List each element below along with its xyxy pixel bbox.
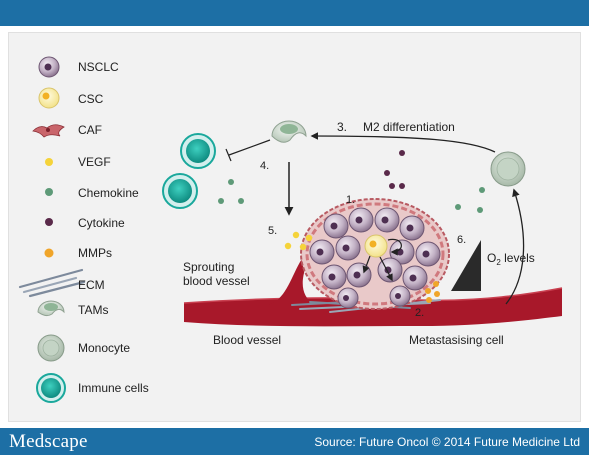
nsclc-cell-cluster [309, 207, 441, 309]
step-5-label: 5. [268, 225, 277, 237]
blood-vessel-label: Blood vessel [213, 333, 281, 347]
legend-label-monocyte: Monocyte [78, 341, 130, 355]
step-6-label: 6. [457, 234, 466, 246]
legend-label-caf: CAF [78, 123, 102, 137]
monocyte-recruitment-arrow [505, 188, 525, 305]
immune-cell-1 [180, 133, 216, 169]
legend-label-chemokine: Chemokine [78, 186, 139, 200]
m2-differentiation-arrow [310, 132, 496, 153]
monocyte-cell-icon [37, 334, 65, 362]
legend-label-cytokine: Cytokine [78, 216, 125, 230]
o2-levels-label: O2 levels [487, 251, 535, 267]
cytokine-dot-icon [45, 218, 53, 226]
tumor-mass [300, 198, 450, 310]
o2-gradient-triangle [451, 240, 481, 291]
step-4-label: 4. [260, 160, 269, 172]
legend: NSCLC CSC CAF VEGF Chemokine Cytokine MM… [18, 56, 149, 403]
chemokine-dots-right [455, 187, 485, 213]
immune-cell-icon [36, 373, 66, 403]
tam-cell [271, 120, 307, 143]
figure-panel [8, 32, 581, 422]
self-renewal-arrow [387, 238, 402, 256]
csc-division-arrow-2 [379, 256, 393, 282]
sprouting-label-line2: blood vessel [183, 274, 250, 288]
legend-label-ecm: ECM [78, 278, 105, 292]
immune-cell-2 [162, 173, 198, 209]
legend-label-vegf: VEGF [78, 155, 111, 169]
source-credit: Source: Future Oncol © 2014 Future Medic… [314, 435, 580, 449]
legend-label-immune-cells: Immune cells [78, 381, 149, 395]
top-banner [0, 0, 589, 26]
monocyte-cell [490, 151, 526, 187]
csc-division-arrow-1 [362, 255, 371, 274]
vegf-dots [284, 231, 313, 251]
inhibition-arrow [225, 139, 271, 162]
legend-label-mmps: MMPs [78, 246, 112, 260]
chemokine-dot-icon [45, 188, 53, 196]
mmps-dots [425, 281, 440, 303]
medscape-logo[interactable]: Medscape [9, 431, 88, 452]
step-3-label: 3. [337, 120, 347, 134]
footer-bar: Medscape Source: Future Oncol © 2014 Fut… [0, 428, 589, 455]
metastasising-cell-label: Metastasising cell [409, 333, 504, 347]
csc-cell-icon [38, 87, 60, 109]
caf-cell-icon [32, 124, 65, 138]
legend-label-nsclc: NSCLC [78, 60, 119, 74]
chemokine-dots-left [218, 179, 244, 204]
tam-cell-icon [37, 300, 65, 317]
ecm-fibers-icon [18, 268, 86, 298]
nsclc-cell-icon [38, 56, 60, 78]
step-2-label: 2. [415, 307, 424, 319]
legend-label-tams: TAMs [78, 303, 108, 317]
vegf-dot-icon [45, 158, 53, 166]
legend-label-csc: CSC [78, 92, 104, 106]
sprouting-label-line1: Sprouting [183, 260, 234, 274]
step-1-label: 1. [346, 194, 355, 206]
csc-cell [364, 234, 388, 258]
cytokine-dots [384, 150, 405, 189]
step-3-text: M2 differentiation [363, 120, 455, 134]
mmps-dot-icon [44, 248, 54, 258]
